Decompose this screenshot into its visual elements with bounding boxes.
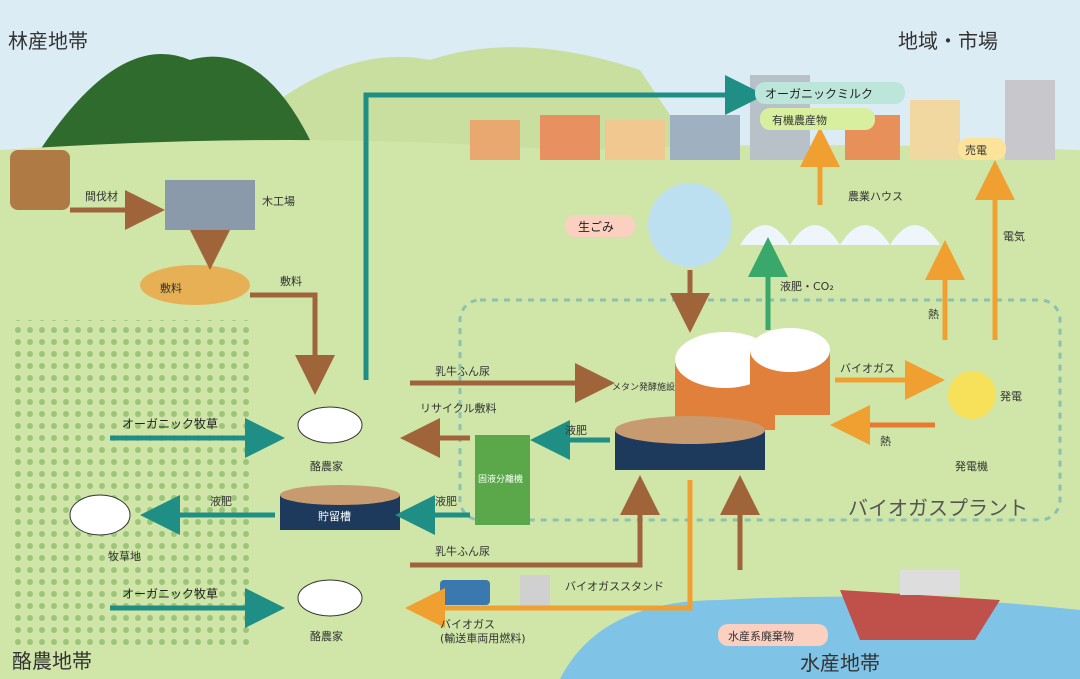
label-liquid-3: 液肥 <box>210 494 232 508</box>
label-biogas: バイオガス <box>840 362 895 375</box>
truck <box>440 580 490 605</box>
separator-shape <box>475 435 530 525</box>
label-liquid-2: 液肥 <box>435 494 457 508</box>
ground <box>0 140 1080 679</box>
sawmill-building <box>165 180 255 230</box>
arrow-fuel <box>405 480 693 628</box>
label-fishery-waste: 水産系廃棄物 <box>728 629 794 643</box>
region-market: 地域・市場 <box>898 29 998 53</box>
label-bedding-mid: 敷料 <box>280 274 302 288</box>
methane-tanks <box>675 328 830 430</box>
label-station: バイオガススタンド <box>565 580 664 593</box>
food-waste-bag <box>648 183 732 267</box>
label-power-gen: 発電 <box>1000 389 1022 403</box>
label-farmer-top: 酪農家 <box>310 459 343 473</box>
region-forest: 林産地帯 <box>8 29 88 53</box>
boat-cabin <box>900 570 960 595</box>
arrow-milk <box>363 75 765 380</box>
cow-top <box>297 406 363 444</box>
label-liquid-1: 液肥 <box>565 423 587 437</box>
sawdust <box>140 265 250 305</box>
arrow-manure-bottom <box>410 475 660 568</box>
label-storage: 貯留槽 <box>318 510 351 523</box>
hay-bale <box>69 494 131 536</box>
label-separator: 固液分離機 <box>478 473 523 485</box>
bulb <box>948 371 996 419</box>
arrow-bedding <box>250 292 335 395</box>
label-liquid-co2: 液肥・CO₂ <box>780 279 834 293</box>
boat <box>840 590 1000 640</box>
label-fuel-sub: (輸送車両用燃料) <box>440 631 526 645</box>
label-bedding-top: 敷料 <box>160 281 182 295</box>
label-heat-bottom: 熱 <box>880 435 891 448</box>
label-electricity: 電気 <box>1003 229 1025 243</box>
label-pasture-top: オーガニック牧草 <box>122 417 218 431</box>
label-generator: 発電機 <box>955 459 988 473</box>
logs <box>10 150 70 210</box>
label-electricity-sale: 売電 <box>965 144 987 157</box>
label-sawmill: 木工場 <box>262 195 295 208</box>
label-pasture-bottom: オーガニック牧草 <box>122 587 218 601</box>
produce-box <box>760 108 875 130</box>
milk-box <box>755 82 905 104</box>
label-methane: メタン発酵施設 <box>612 381 675 393</box>
label-fuel: バイオガス <box>440 618 495 631</box>
label-greenhouse: 農業ハウス <box>848 189 903 203</box>
label-manure-top: 乳牛ふん尿 <box>435 364 490 378</box>
label-thinned-wood: 間伐材 <box>85 189 118 203</box>
fishery-box <box>718 624 828 646</box>
label-food-waste: 生ごみ <box>578 219 614 234</box>
storage-tank-shape <box>280 485 400 530</box>
label-organic-milk: オーガニックミルク <box>765 87 873 101</box>
label-manure-bottom: 乳牛ふん尿 <box>435 544 490 558</box>
cow-bottom <box>297 579 363 617</box>
dairy-field <box>10 320 250 650</box>
label-organic-produce: 有機農産物 <box>772 113 827 127</box>
station <box>520 575 550 610</box>
label-recycle: リサイクル敷料 <box>420 401 496 415</box>
label-pasture: 牧草地 <box>108 549 141 563</box>
region-plant: バイオガスプラント <box>848 496 1028 520</box>
label-farmer-bottom: 酪農家 <box>310 629 343 643</box>
region-dairy: 酪農地帯 <box>12 649 92 673</box>
plant-boundary <box>458 298 1062 522</box>
sale-box <box>958 138 1006 160</box>
foodwaste-box <box>565 215 635 237</box>
digester <box>615 416 765 470</box>
label-heat-top: 熱 <box>928 308 939 321</box>
region-fishery: 水産地帯 <box>800 651 880 675</box>
